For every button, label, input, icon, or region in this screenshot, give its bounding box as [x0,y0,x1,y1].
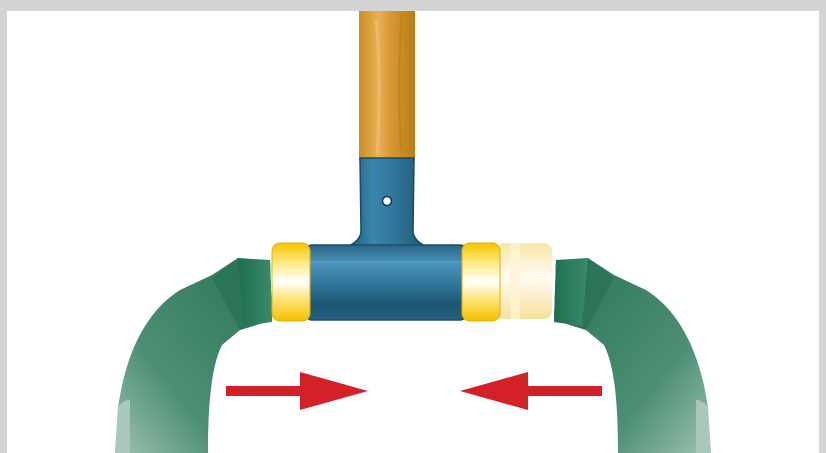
arrow-left [460,372,602,410]
mallet-face-right [461,242,501,322]
right-gripping-arm [554,258,711,453]
arrow-right [226,372,368,410]
mallet-handle [359,11,415,161]
socket-hole [381,195,393,207]
mallet-head-body [305,244,467,321]
mallet-socket [341,157,433,249]
mallet-face-left [271,242,311,322]
left-gripping-arm [115,258,272,453]
illustration-canvas [7,11,819,453]
mallet-face-ghost [496,243,552,319]
mallet-illustration [115,11,711,453]
